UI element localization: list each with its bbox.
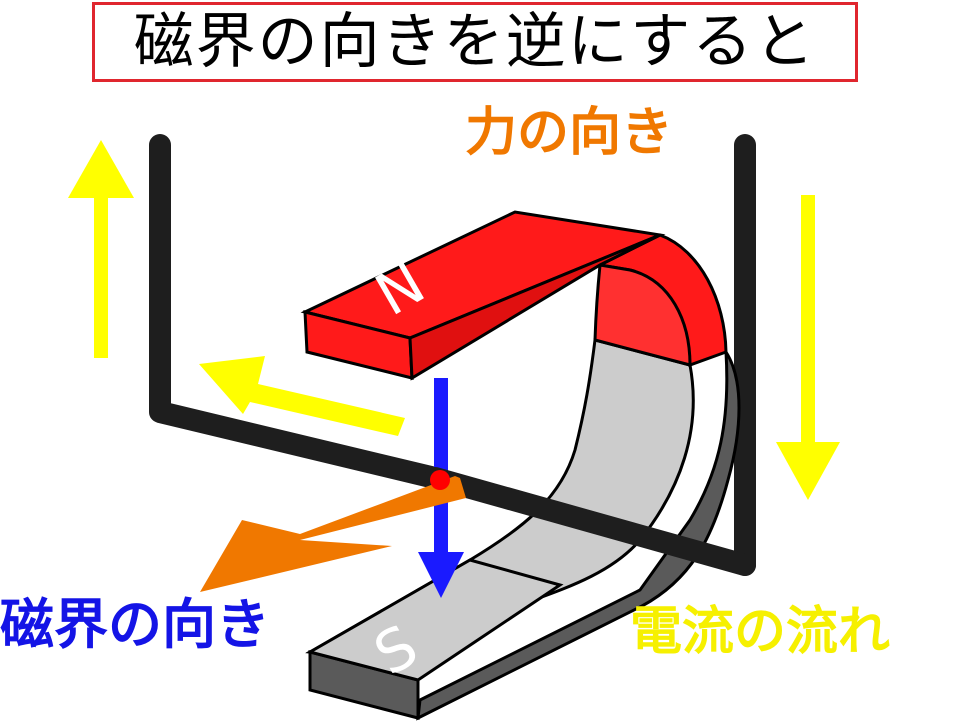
title-box: 磁界の向きを逆にすると (92, 2, 858, 82)
field-arrow (418, 378, 464, 598)
force-label: 力の向き (465, 103, 674, 163)
wire-front (424, 467, 756, 576)
contact-point (430, 470, 450, 490)
title-text: 磁界の向きを逆にすると (133, 7, 817, 77)
force-arrow (200, 476, 466, 592)
current-arrow-up (68, 140, 134, 358)
horseshoe-magnet (300, 210, 741, 721)
current-arrow-down (776, 195, 840, 500)
current-label: 電流の流れ (630, 602, 891, 662)
current-arrow-wire (199, 356, 405, 436)
wire-back (149, 134, 756, 576)
field-label: 磁界の向き (0, 593, 270, 656)
